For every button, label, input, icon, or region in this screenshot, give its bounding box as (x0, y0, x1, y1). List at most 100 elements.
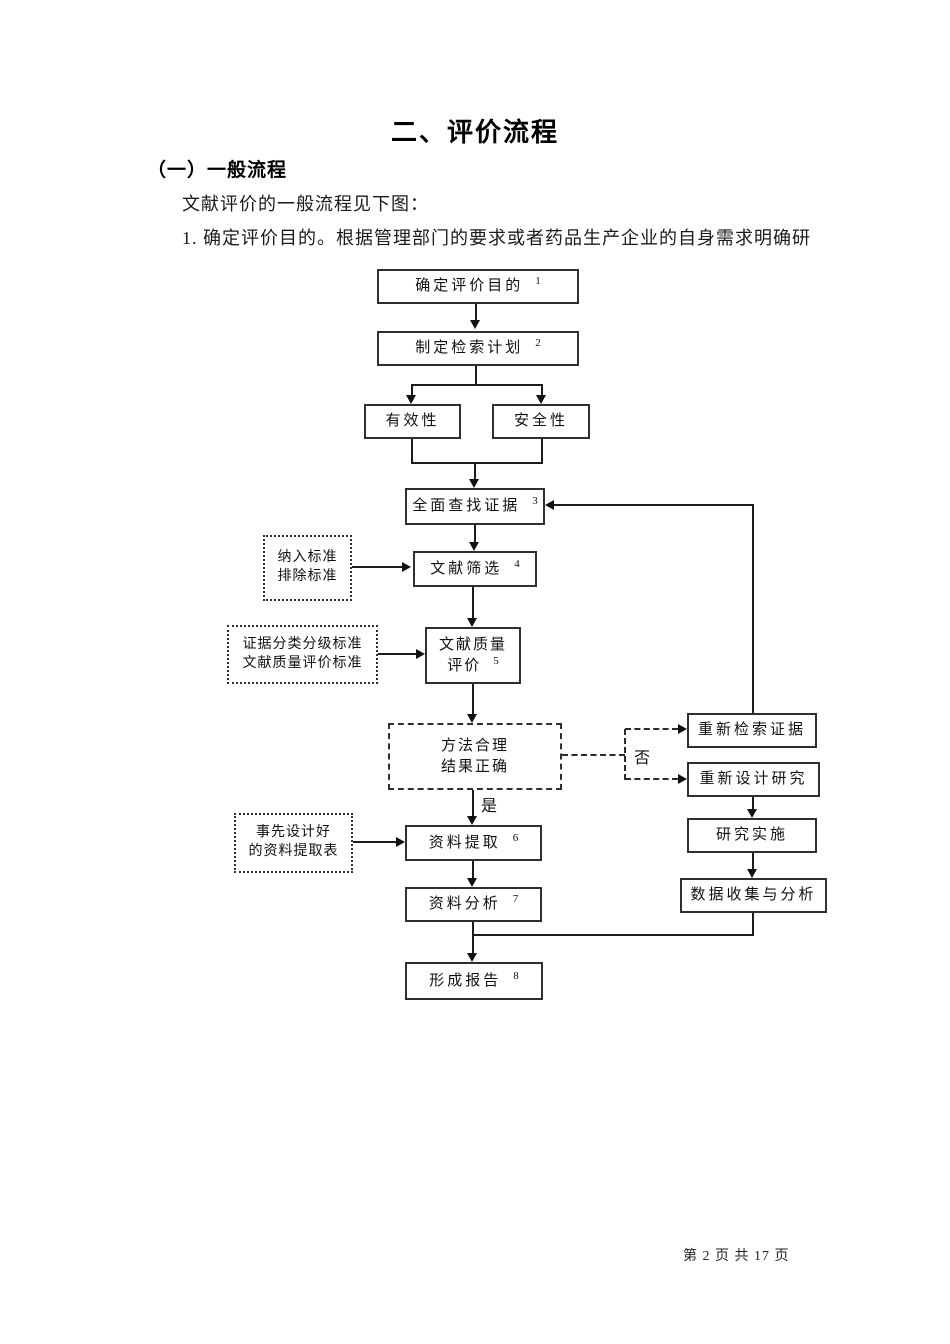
flow-node-data-extraction: 资料提取 6 (405, 825, 542, 861)
node-text-line1: 事先设计好 (256, 825, 331, 841)
flow-node-evaluation-standards: 证据分类分级标准文献质量评价标准 (227, 625, 378, 684)
connector-line (378, 653, 416, 655)
connector-line (472, 922, 474, 953)
connector-line (474, 464, 476, 479)
node-text: 研究实施 (715, 827, 788, 844)
flow-node-literature-screening: 文献筛选 4 (413, 551, 537, 587)
flow-node-research-evidence-again: 重新检索证据 (687, 713, 817, 748)
arrowhead-down-icon (747, 809, 757, 818)
node-text-line1: 纳入标准 (277, 550, 338, 566)
step-number: 7 (512, 893, 519, 906)
node-text: 确定评价目的 (415, 278, 524, 295)
footer-page-number: 第 2 页 共 17 页 (683, 1249, 790, 1264)
connector-line (475, 366, 477, 384)
node-text: 文献筛选 (430, 560, 503, 577)
flow-node-redesign-study: 重新设计研究 (687, 762, 820, 797)
connector-line (752, 797, 754, 810)
step-number: 8 (513, 969, 519, 982)
connector-line (472, 861, 474, 878)
flow-node-safety: 安全性 (492, 404, 590, 439)
node-text: 重新检索证据 (697, 722, 806, 739)
connector-line (752, 853, 754, 869)
connector-dashed-line (562, 754, 625, 756)
paragraph-intro: 文献评价的一般流程见下图： (182, 194, 429, 214)
branch-label-yes: 是 (479, 792, 500, 816)
connector-line (472, 684, 474, 714)
node-text: 资料提取 (428, 834, 501, 851)
arrowhead-left-icon (545, 500, 554, 510)
node-text: 有效性 (385, 413, 440, 430)
step-number: 3 (532, 495, 538, 508)
arrowhead-down-icon (406, 395, 416, 404)
flow-node-form-report: 形成报告 8 (405, 962, 543, 1000)
connector-dashed-line (625, 728, 678, 730)
node-text: 数据收集与分析 (690, 887, 817, 904)
connector-line (475, 304, 477, 322)
connector-line (554, 504, 754, 506)
connector-line (474, 525, 476, 542)
node-text-line2: 文献质量评价标准 (242, 655, 363, 671)
arrowhead-down-icon (469, 479, 479, 488)
page-title: 二、评价流程 (390, 117, 559, 147)
connector-line (411, 386, 413, 395)
flow-node-data-analysis: 资料分析 7 (405, 887, 542, 922)
node-text-line2: 的资料提取表 (248, 844, 339, 859)
section-heading: （一）一般流程 (147, 160, 288, 181)
arrowhead-right-icon (402, 562, 411, 572)
flow-node-inclusion-exclusion-criteria: 纳入标准排除标准 (263, 535, 352, 601)
step-number: 5 (493, 654, 499, 667)
node-text: 全面查找证据 (412, 498, 521, 515)
connector-line (352, 566, 402, 568)
connector-line (752, 913, 754, 936)
arrowhead-right-icon (396, 837, 405, 847)
paragraph-step1: 1. 确定评价目的。根据管理部门的要求或者药品生产企业的自身需求明确研 (182, 228, 811, 248)
arrowhead-down-icon (467, 878, 477, 887)
arrowhead-right-icon (416, 649, 425, 659)
flow-node-quality-evaluation: 文献质量评价 5 (425, 627, 521, 684)
node-text: 制定检索计划 (415, 340, 524, 357)
connector-line (411, 439, 413, 462)
flow-node-find-evidence: 全面查找证据 3 (405, 488, 545, 525)
step-number: 6 (512, 831, 519, 844)
arrowhead-down-icon (747, 869, 757, 878)
connector-line (353, 841, 396, 843)
connector-line (411, 462, 543, 464)
flow-node-effectiveness: 有效性 (364, 404, 461, 439)
node-text-line2: 评价 (447, 657, 482, 674)
node-text-line2: 结果正确 (440, 758, 509, 775)
connector-line (472, 587, 474, 618)
node-text-line1: 证据分类分级标准 (242, 636, 363, 652)
arrowhead-down-icon (467, 714, 477, 723)
node-text-line2: 排除标准 (277, 569, 338, 584)
node-text: 安全性 (513, 413, 568, 430)
flow-node-extraction-form: 事先设计好的资料提取表 (234, 813, 353, 873)
connector-line (752, 505, 754, 713)
connector-dashed-line (625, 778, 678, 780)
arrowhead-down-icon (467, 618, 477, 627)
node-text: 形成报告 (429, 972, 502, 989)
arrowhead-down-icon (536, 395, 546, 404)
arrowhead-right-icon (678, 724, 687, 734)
node-text-line1: 方法合理 (440, 738, 509, 755)
flow-node-decision-method-result: 方法合理结果正确 (388, 723, 562, 790)
flow-node-study-implementation: 研究实施 (687, 818, 817, 853)
connector-line (472, 934, 754, 936)
node-text-line1: 文献质量 (438, 637, 507, 654)
flow-node-data-collection-analysis: 数据收集与分析 (680, 878, 827, 913)
arrowhead-down-icon (470, 320, 480, 329)
connector-line (541, 386, 543, 395)
connector-line (411, 384, 543, 386)
connector-line (541, 439, 543, 462)
connector-line (472, 790, 474, 816)
arrowhead-down-icon (469, 542, 479, 551)
node-text: 资料分析 (428, 896, 501, 913)
arrowhead-down-icon (467, 953, 477, 962)
connector-dashed-line (624, 729, 626, 780)
node-text: 重新设计研究 (699, 771, 808, 788)
arrowhead-down-icon (467, 816, 477, 825)
arrowhead-right-icon (678, 774, 687, 784)
step-number: 4 (514, 557, 520, 570)
